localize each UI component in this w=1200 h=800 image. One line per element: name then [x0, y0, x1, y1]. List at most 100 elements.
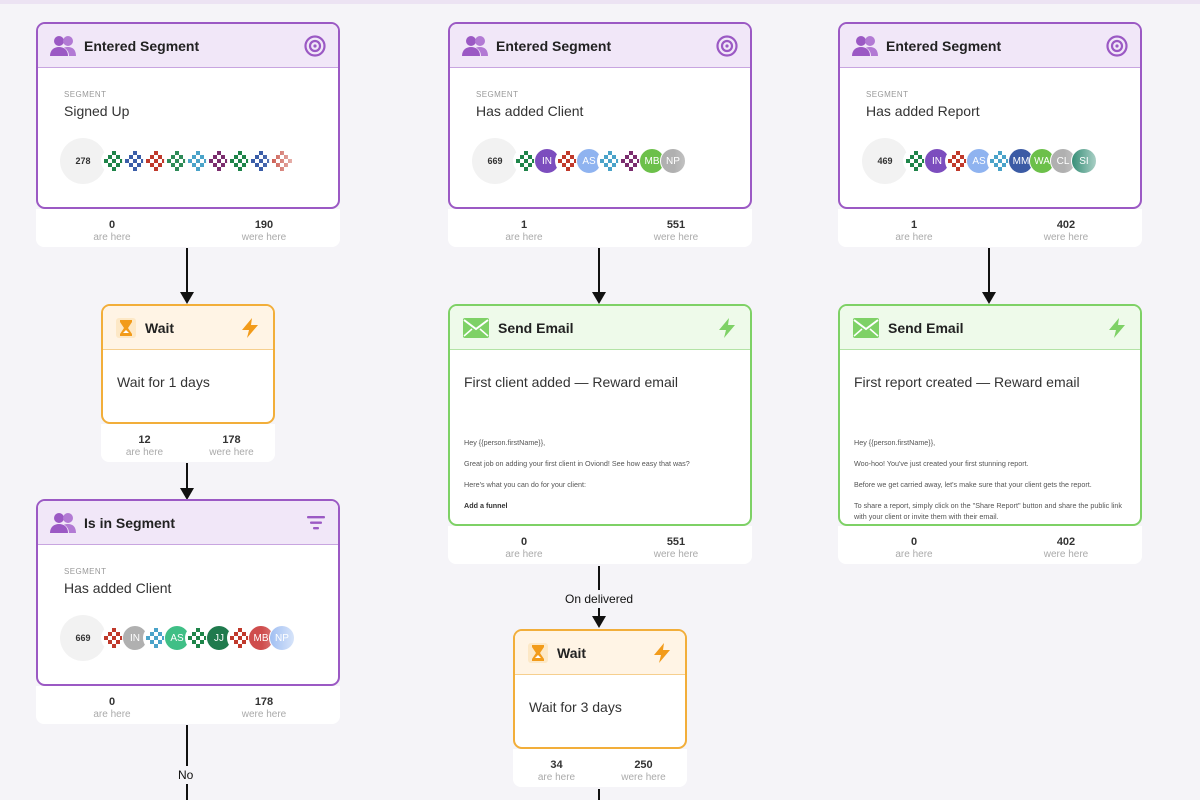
avatar	[101, 625, 127, 651]
envelope-icon	[852, 317, 880, 339]
edge-arrow	[180, 292, 194, 304]
edge-arrow	[180, 488, 194, 500]
entered-segment-node-2[interactable]: Entered Segment SEGMENT Has added Client…	[448, 22, 752, 209]
node-title: Send Email	[888, 319, 964, 336]
entered-segment-node-3[interactable]: Entered Segment SEGMENT Has added Report…	[838, 22, 1142, 209]
lightning-icon[interactable]	[239, 317, 261, 339]
email-preview-line: To share a report, simply click on the "…	[854, 501, 1122, 521]
email-preview-line: Woo-hoo! You've just created your first …	[854, 459, 1029, 468]
edge-line	[988, 248, 990, 294]
were-here-count: 551	[666, 536, 686, 548]
entered-segment-node-1[interactable]: Entered Segment SEGMENT Signed Up 278	[36, 22, 340, 209]
were-here-count: 178	[222, 434, 241, 446]
hourglass-icon	[527, 642, 549, 664]
are-here-count: 0	[520, 536, 528, 548]
member-count: 669	[60, 615, 106, 661]
envelope-icon	[462, 317, 490, 339]
email-preview-line: Hey {{person.firstName}},	[464, 438, 546, 447]
are-here-count: 1	[520, 219, 528, 231]
were-here-label: were here	[241, 232, 287, 243]
segment-name: Has added Client	[476, 103, 584, 119]
segment-name: Has added Client	[64, 580, 172, 596]
segment-label: SEGMENT	[64, 90, 107, 99]
edge-arrow	[592, 616, 606, 628]
were-here-label: were here	[653, 549, 699, 560]
filter-icon[interactable]	[306, 514, 326, 532]
are-here-label: are here	[505, 232, 543, 243]
were-here-label: were here	[1043, 232, 1089, 243]
email-preview-line: Hey {{person.firstName}},	[854, 438, 936, 447]
segment-label: SEGMENT	[64, 567, 107, 576]
wait-text: Wait for 3 days	[529, 699, 622, 715]
lightning-icon[interactable]	[651, 642, 673, 664]
is-in-segment-node[interactable]: Is in Segment SEGMENT Has added Client 6…	[36, 499, 340, 686]
were-here-count: 178	[254, 696, 274, 708]
target-icon[interactable]	[1106, 34, 1128, 57]
edge-label-on-delivered: On delivered	[562, 590, 637, 608]
node-title: Entered Segment	[886, 37, 1002, 54]
lightning-icon[interactable]	[716, 317, 738, 339]
are-here-label: are here	[505, 549, 543, 560]
email-preview-line: Great job on adding your first client in…	[464, 459, 690, 468]
are-here-label: are here	[537, 772, 576, 783]
users-icon	[50, 35, 76, 57]
node-title: Wait	[557, 644, 587, 661]
node-title: Entered Segment	[496, 37, 612, 54]
hourglass-icon	[115, 317, 137, 339]
wait-node-2[interactable]: Wait Wait for 3 days	[513, 629, 687, 749]
are-here-label: are here	[93, 232, 131, 243]
were-here-count: 402	[1056, 536, 1076, 548]
edge-arrow	[592, 292, 606, 304]
are-here-count: 12	[138, 434, 151, 446]
email-subject: First report created — Reward email	[854, 374, 1080, 390]
are-here-label: are here	[93, 709, 131, 720]
member-count: 278	[60, 138, 106, 184]
email-preview-line: Add a funnel	[464, 501, 508, 510]
were-here-label: were here	[621, 772, 666, 783]
edge-line	[598, 248, 600, 294]
segment-label: SEGMENT	[866, 90, 909, 99]
users-icon	[50, 512, 76, 534]
avatar-stack: 469 INASMMWACLSI	[862, 137, 1114, 185]
member-count: 469	[862, 138, 908, 184]
member-count: 669	[472, 138, 518, 184]
are-here-count: 34	[550, 759, 563, 771]
node-title: Is in Segment	[84, 514, 176, 531]
segment-name: Signed Up	[64, 103, 130, 119]
were-here-count: 250	[634, 759, 653, 771]
segment-label: SEGMENT	[476, 90, 519, 99]
email-preview: Hey {{person.firstName}}, Great job on a…	[464, 438, 736, 512]
target-icon[interactable]	[716, 34, 738, 57]
node-title: Entered Segment	[84, 37, 200, 54]
were-here-label: were here	[241, 709, 287, 720]
were-here-count: 551	[666, 219, 686, 231]
top-strip	[0, 0, 1200, 4]
are-here-count: 0	[108, 219, 116, 231]
lightning-icon[interactable]	[1106, 317, 1128, 339]
avatar-stack: 669 INASJJMBNP	[60, 614, 312, 662]
target-icon[interactable]	[304, 34, 326, 57]
edge-line	[186, 248, 188, 294]
avatar-stack: 278	[60, 137, 312, 185]
are-here-label: are here	[895, 549, 933, 560]
users-icon	[462, 35, 488, 57]
node-title: Send Email	[498, 319, 574, 336]
were-here-count: 190	[254, 219, 274, 231]
edge-line	[598, 789, 600, 800]
send-email-node-2[interactable]: Send Email First report created — Reward…	[838, 304, 1142, 526]
email-preview-line: Before we get carried away, let's make s…	[854, 480, 1092, 489]
email-preview-line: Here's what you can do for your client:	[464, 480, 587, 489]
wait-node-1[interactable]: Wait Wait for 1 days	[101, 304, 275, 424]
email-subject: First client added — Reward email	[464, 374, 678, 390]
are-here-count: 1	[910, 219, 918, 231]
send-email-node-1[interactable]: Send Email First client added — Reward e…	[448, 304, 752, 526]
were-here-count: 402	[1056, 219, 1076, 231]
are-here-label: are here	[895, 232, 933, 243]
